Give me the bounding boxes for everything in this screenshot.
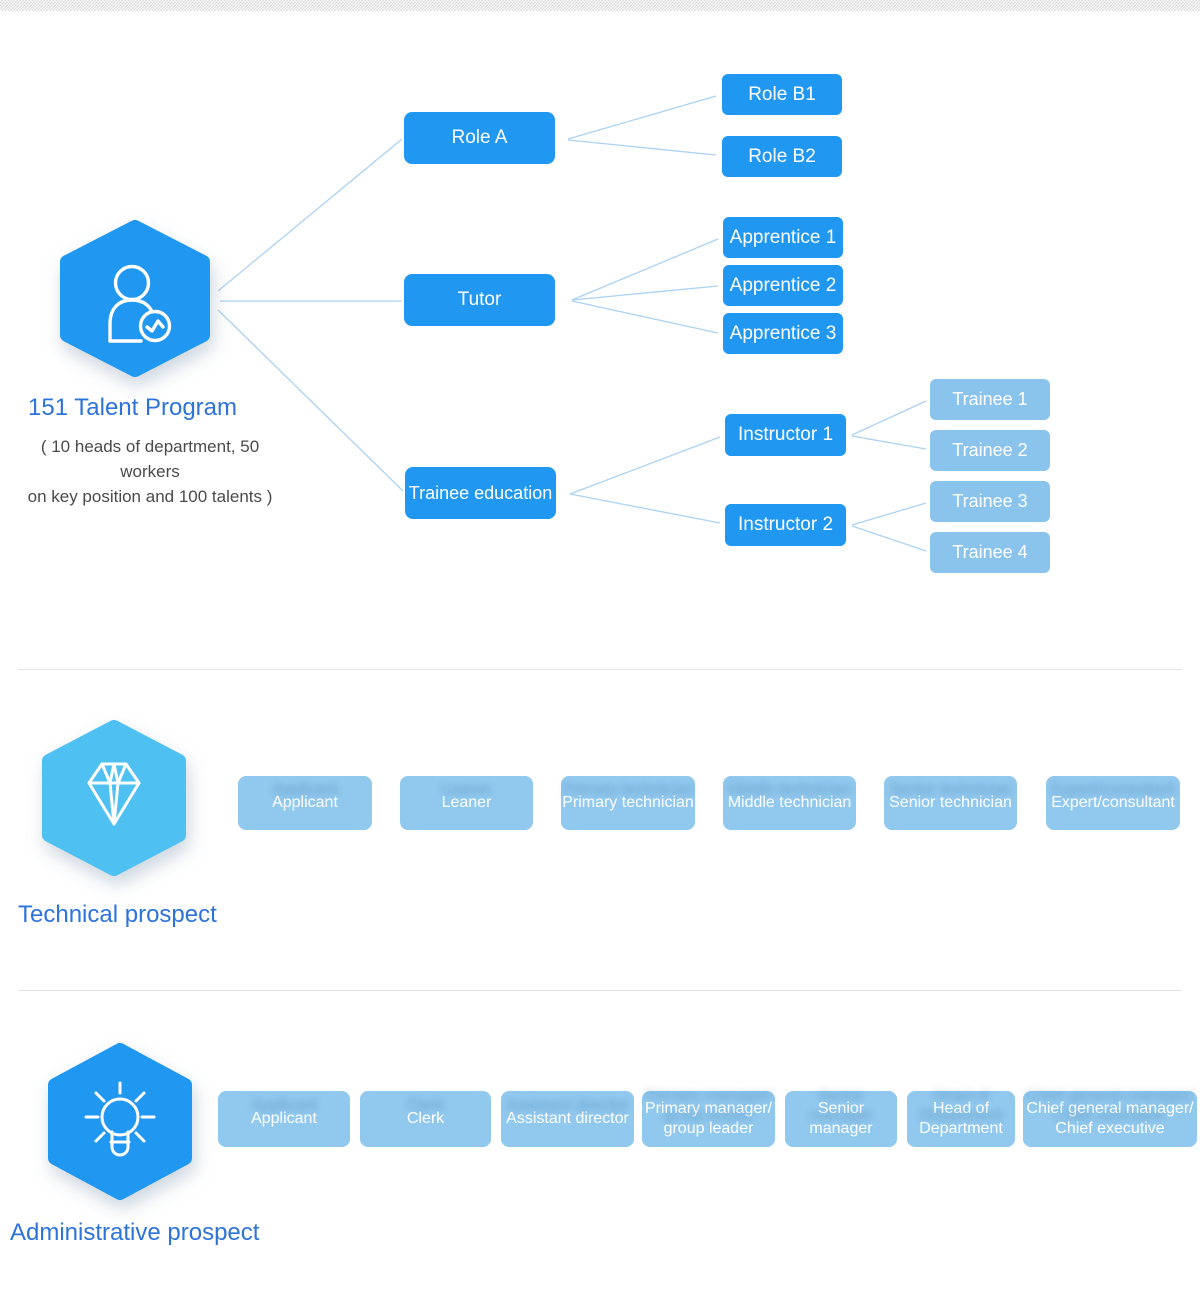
node-apprentice-3: Apprentice 3: [723, 313, 843, 354]
admin-level-line: manager: [809, 1120, 873, 1137]
admin-level-primary-manager: Primary manager/group leader: [642, 1091, 775, 1147]
admin-level-line: Department: [919, 1120, 1003, 1137]
node-instructor-2: Instructor 2: [725, 504, 846, 546]
node-trainee-1: Trainee 1: [930, 379, 1050, 420]
admin-level-line: Assistant director: [506, 1110, 629, 1127]
node-tutor: Tutor: [404, 274, 555, 326]
program-subtitle: ( 10 heads of department, 50 workers on …: [12, 434, 288, 509]
connector-lines: [217, 95, 927, 552]
node-role-a: Role A: [404, 112, 555, 164]
node-trainee-3: Trainee 3: [930, 481, 1050, 522]
lightbulb-icon: [84, 1081, 156, 1157]
node-role-b1: Role B1: [722, 74, 842, 115]
admin-level-line: Clerk: [406, 1110, 445, 1127]
admin-level-line: Primary manager/: [644, 1100, 773, 1117]
node-apprentice-2: Apprentice 2: [723, 265, 843, 306]
program-subtitle-line2: on key position and 100 talents ): [27, 487, 273, 506]
person-pulse-icon: [108, 264, 172, 343]
program-subtitle-line1: ( 10 heads of department, 50 workers: [40, 437, 260, 481]
tech-level-expert-consultant: Expert/consultant: [1046, 776, 1180, 830]
program-title: 151 Talent Program: [28, 394, 238, 421]
administrative-hexagon: [48, 1043, 192, 1205]
node-trainee-4: Trainee 4: [930, 532, 1050, 573]
admin-level-senior-manager: Senior manager: [785, 1091, 897, 1147]
admin-level-line: Head of: [932, 1100, 990, 1117]
tech-level-middle-technician: Middle technician: [723, 776, 856, 830]
administrative-title: Administrative prospect: [10, 1219, 260, 1246]
tech-level-primary-technician: Primary technician: [561, 776, 695, 830]
program-hexagon: [60, 220, 210, 382]
section-divider-administrative: [18, 990, 1182, 991]
admin-level-line: Applicant: [251, 1110, 317, 1127]
admin-level-assistant-director: Assistant director: [501, 1091, 634, 1147]
node-apprentice-1: Apprentice 1: [723, 217, 843, 258]
node-instructor-1: Instructor 1: [725, 414, 846, 456]
admin-level-applicant: Applicant: [218, 1091, 350, 1147]
admin-level-clerk: Clerk: [360, 1091, 491, 1147]
admin-level-line: Chief general manager/: [1026, 1100, 1194, 1117]
top-hatched-strip: [0, 0, 1200, 11]
node-trainee-2: Trainee 2: [930, 430, 1050, 471]
section-divider-technical: [18, 669, 1182, 670]
admin-level-chief-general-manager: Chief general manager/Chief executive: [1023, 1091, 1197, 1147]
tech-level-leaner: Leaner: [400, 776, 533, 830]
node-role-b2: Role B2: [722, 136, 842, 177]
tech-level-applicant: Applicant: [238, 776, 372, 830]
admin-level-line: Senior: [817, 1100, 865, 1117]
node-trainee-education: Trainee education: [405, 467, 556, 519]
admin-level-line: group leader: [663, 1120, 754, 1137]
admin-level-head-of-department: Head of Department: [907, 1091, 1015, 1147]
tech-level-senior-technician: Senior technician: [884, 776, 1017, 830]
technical-title: Technical prospect: [18, 901, 217, 928]
technical-hexagon: [42, 720, 186, 881]
admin-level-line: Chief executive: [1055, 1120, 1165, 1137]
diamond-icon: [87, 762, 141, 826]
